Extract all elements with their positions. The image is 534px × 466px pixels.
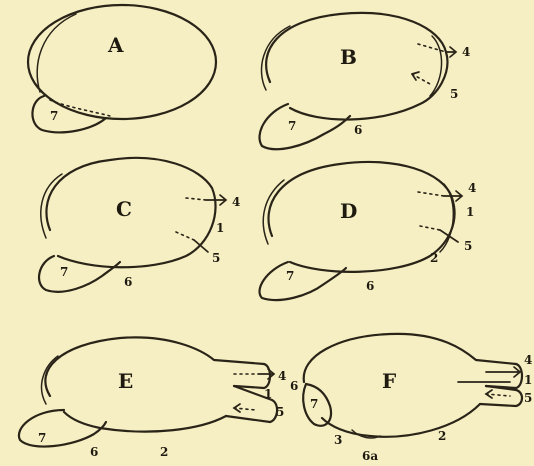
figure-e-arrowhead-5 [234, 404, 240, 412]
figure-e-appendage-7 [19, 410, 106, 447]
figure-e-label-4: 4 [278, 369, 286, 383]
figure-e-outline-top [45, 337, 264, 396]
figure-f-label-2: 2 [438, 429, 446, 443]
figure-d-label-4: 4 [468, 181, 476, 195]
figure-e-label-7: 7 [38, 431, 46, 445]
figure-e-label-2: 2 [160, 445, 168, 459]
figure-a-letter: A [107, 33, 124, 57]
figure-f-lower-tube [480, 386, 522, 406]
figure-d-appendage-7 [260, 262, 346, 300]
figure-b-label-5: 5 [450, 87, 458, 101]
figure-c-dotted-arrow-5 [176, 232, 194, 240]
figure-e-label-1: 1 [264, 387, 272, 401]
figure-a-appendage-7 [32, 96, 106, 132]
figure-d-label-6: 6 [366, 279, 374, 293]
figure-d-label-1: 1 [466, 205, 474, 219]
figure-d-leader-5 [440, 230, 458, 242]
figure-c-letter: C [116, 197, 132, 221]
figure-b-label-6: 6 [354, 123, 362, 137]
figure-a: A 7 [28, 5, 216, 132]
figure-c-label-4: 4 [232, 195, 240, 209]
figure-b-label-4: 4 [462, 45, 470, 59]
figure-f-label-3: 3 [334, 433, 342, 447]
figure-a-inner-rim [37, 14, 76, 92]
figure-d-dotted-arrow-4 [418, 192, 444, 196]
figure-f-arrow-4 [486, 367, 520, 377]
figure-f-label-1: 1 [524, 373, 532, 387]
figure-e-label-5: 5 [276, 405, 284, 419]
figure-f-outline-top [304, 334, 516, 382]
figure-e-letter: E [118, 369, 133, 393]
figure-e-upper-tube [234, 364, 270, 388]
figure-c-dotted-arrow-4 [186, 198, 206, 200]
figure-f-letter: F [382, 369, 396, 393]
figure-f-label-7: 7 [310, 397, 318, 411]
figure-f: F 4 1 5 6 7 3 6a 2 [290, 334, 532, 463]
figure-c-inner-rim [41, 174, 62, 238]
figure-e-label-6: 6 [90, 445, 98, 459]
figure-d-label-5: 5 [464, 239, 472, 253]
figure-c-label-6: 6 [124, 275, 132, 289]
figure-b-arrowhead-5 [412, 72, 419, 80]
figure-c-label-1: 1 [216, 221, 224, 235]
figure-f-region-6a [352, 430, 380, 438]
figure-e-arrowhead-4 [258, 369, 274, 379]
figure-d: D 4 1 5 2 7 6 [260, 162, 477, 300]
figure-d-label-2: 2 [430, 251, 438, 265]
figure-b-dotted-arrow-4 [418, 44, 446, 52]
figure-b-label-7: 7 [288, 119, 296, 133]
figure-e-outline-bottom [64, 412, 226, 432]
figure-b: B 4 5 7 6 [260, 13, 471, 149]
figure-c-appendage-7 [39, 256, 120, 292]
figure-d-label-7: 7 [286, 269, 294, 283]
figure-b-appendage-7 [260, 104, 350, 149]
figure-f-outline-bottom [322, 404, 480, 437]
figure-c: C 4 1 5 7 6 [39, 158, 240, 292]
figure-f-label-4: 4 [524, 353, 532, 367]
figure-c-label-5: 5 [212, 251, 220, 265]
figure-f-upper-tube [486, 364, 522, 388]
figure-d-dotted-arrow-5 [420, 226, 440, 230]
figure-f-label-6: 6 [290, 379, 298, 393]
figure-d-outline [269, 162, 455, 272]
figure-d-letter: D [340, 199, 357, 223]
figure-c-label-7: 7 [60, 265, 68, 279]
figure-f-label-5: 5 [524, 391, 532, 405]
figure-f-label-6a: 6a [362, 449, 378, 463]
figure-b-letter: B [340, 45, 357, 69]
figure-a-label-7: 7 [50, 109, 58, 123]
figure-f-arrowhead-5 [486, 390, 492, 398]
figure-e: E 4 1 5 7 6 2 [19, 337, 286, 459]
